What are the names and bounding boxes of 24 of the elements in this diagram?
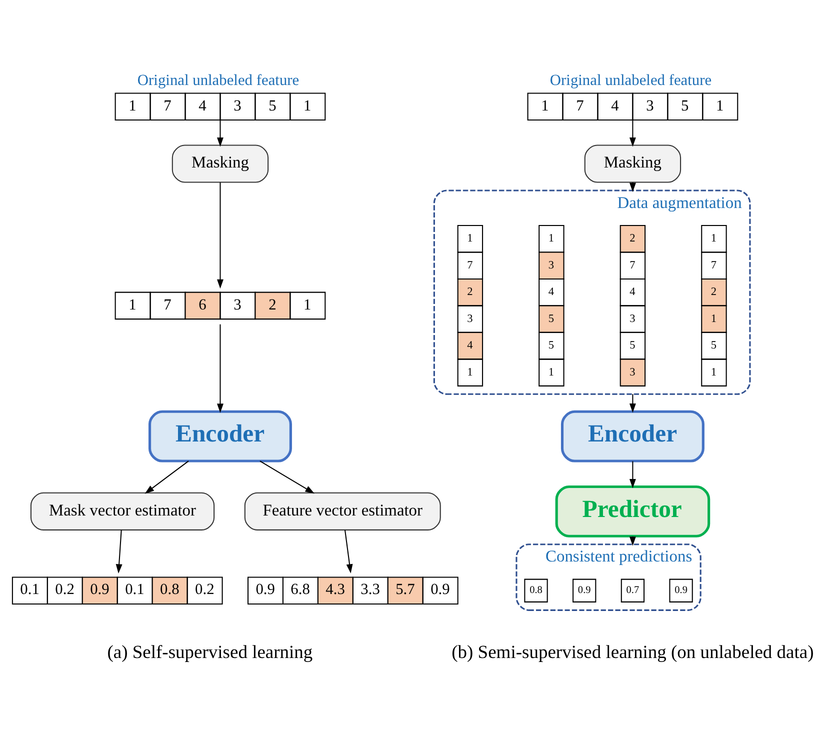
node-box: 0.8	[524, 578, 548, 602]
arrow	[344, 529, 353, 573]
node-box: Encoder	[560, 410, 704, 462]
node-box: 0.9	[572, 578, 596, 602]
arrow	[629, 182, 636, 192]
arrow	[144, 460, 189, 494]
node-box: 0.9	[669, 578, 693, 602]
arrow	[260, 460, 315, 494]
node-box: Mask vector estimator	[30, 492, 215, 530]
arrow	[629, 460, 636, 488]
arrow	[216, 182, 224, 288]
arrow	[116, 529, 122, 573]
node-label: Original unlabeled feature	[550, 72, 712, 89]
arrow	[629, 119, 636, 146]
node-box: Encoder	[148, 410, 292, 462]
node-box: Masking	[172, 144, 269, 182]
label: (b) Semi-supervised learning (on unlabeled data)	[452, 642, 814, 662]
node-box: 0.7	[620, 578, 645, 602]
label: (a) Self-supervised learning	[107, 642, 313, 662]
arrow	[629, 394, 636, 412]
node-label: Original unlabeled feature	[137, 72, 300, 89]
arrow	[216, 324, 224, 412]
node-box: Feature vector estimator	[244, 492, 441, 530]
arrow	[216, 119, 224, 146]
